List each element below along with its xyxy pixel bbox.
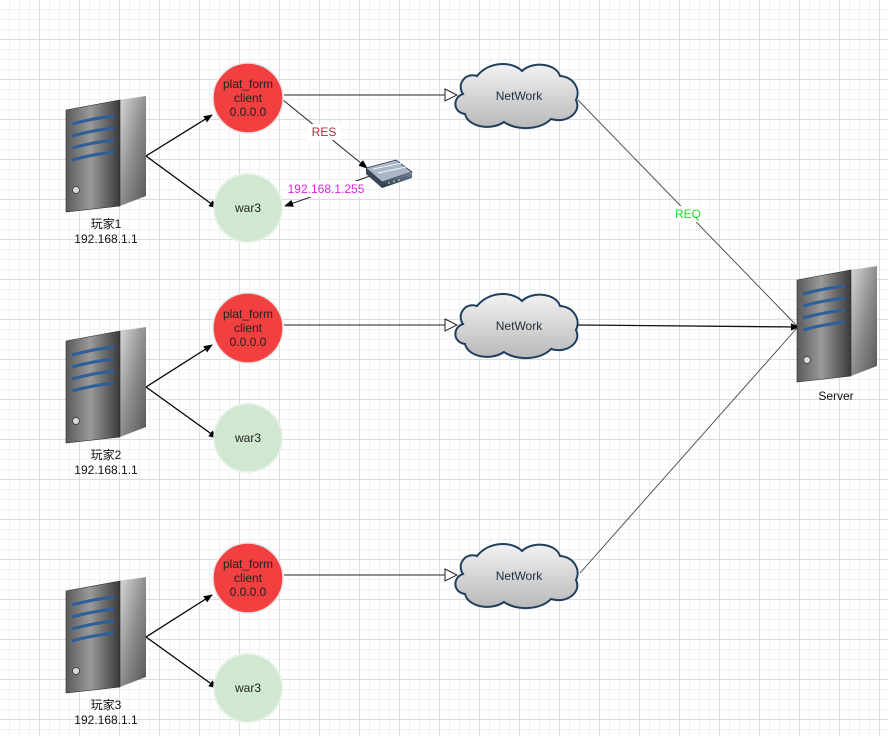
war3-node-1[interactable]: war3 xyxy=(213,173,283,243)
cloud-label: NetWork xyxy=(496,319,543,333)
cloud-icon xyxy=(454,63,579,129)
platform-client-circle xyxy=(212,542,284,614)
platform-client-line3: 0.0.0.0 xyxy=(230,585,267,599)
res-label: RES xyxy=(312,125,337,139)
server-tower-icon xyxy=(64,94,148,214)
broadcast-ip-label: 192.168.1.255 xyxy=(288,182,365,196)
edge-network3-server xyxy=(579,327,798,574)
cloud-icon xyxy=(454,543,579,609)
server-tower-icon xyxy=(64,575,148,695)
router-icon[interactable] xyxy=(365,159,413,188)
player-ip: 192.168.1.1 xyxy=(74,463,138,477)
platform-client-line1: plat_form xyxy=(223,307,273,321)
war3-circle xyxy=(213,403,283,473)
war3-circle xyxy=(213,173,283,243)
edge-player1-war3 xyxy=(145,155,218,209)
edge-player3-war3 xyxy=(145,636,218,689)
war3-label: war3 xyxy=(234,201,261,215)
platform-client-node-2[interactable]: plat_form client 0.0.0.0 xyxy=(212,292,284,364)
player-name: 玩家3 xyxy=(91,697,122,712)
platform-client-node-1[interactable]: plat_form client 0.0.0.0 xyxy=(212,62,284,134)
edge-player2-platform xyxy=(145,344,213,388)
cloud-icon xyxy=(454,293,579,359)
network-cloud-2[interactable]: NetWork xyxy=(454,293,579,359)
war3-circle xyxy=(213,653,283,723)
server-tower-icon xyxy=(64,325,148,445)
edge-labels: RES 192.168.1.255 REQ xyxy=(286,124,704,222)
cloud-label: NetWork xyxy=(496,89,543,103)
broadcast-label-bg xyxy=(286,181,366,197)
war3-label: war3 xyxy=(234,431,261,445)
platform-client-line1: plat_form xyxy=(223,77,273,91)
player-3[interactable]: 玩家3 192.168.1.1 xyxy=(64,575,148,727)
platform-client-line2: client xyxy=(234,571,263,585)
req-label-bg xyxy=(672,206,704,222)
req-label: REQ xyxy=(675,207,701,221)
server-tower-icon xyxy=(795,264,879,384)
platform-client-line3: 0.0.0.0 xyxy=(230,335,267,349)
platform-client-line3: 0.0.0.0 xyxy=(230,105,267,119)
war3-label: war3 xyxy=(234,681,261,695)
cloud-label: NetWork xyxy=(496,569,543,583)
edge-player3-platform xyxy=(145,594,213,638)
platform-client-line1: plat_form xyxy=(223,557,273,571)
edge-network2-server xyxy=(577,323,800,331)
player-name: 玩家1 xyxy=(91,216,122,231)
network-cloud-3[interactable]: NetWork xyxy=(454,543,579,609)
player-ip: 192.168.1.1 xyxy=(74,232,138,246)
player-1[interactable]: 玩家1 192.168.1.1 xyxy=(64,94,148,246)
player-2[interactable]: 玩家2 192.168.1.1 xyxy=(64,325,148,477)
edge-player1-platform xyxy=(145,114,213,157)
central-server[interactable]: Server xyxy=(795,264,879,403)
network-cloud-1[interactable]: NetWork xyxy=(454,63,579,129)
player-name: 玩家2 xyxy=(91,447,122,462)
war3-node-3[interactable]: war3 xyxy=(213,653,283,723)
player-ip: 192.168.1.1 xyxy=(74,713,138,727)
platform-client-line2: client xyxy=(234,91,263,105)
war3-node-2[interactable]: war3 xyxy=(213,403,283,473)
edge-player2-war3 xyxy=(145,386,218,439)
platform-client-node-3[interactable]: plat_form client 0.0.0.0 xyxy=(212,542,284,614)
platform-client-line2: client xyxy=(234,321,263,335)
server-label: Server xyxy=(818,389,853,403)
platform-client-circle xyxy=(212,62,284,134)
res-label-bg xyxy=(308,124,340,140)
platform-client-circle xyxy=(212,292,284,364)
